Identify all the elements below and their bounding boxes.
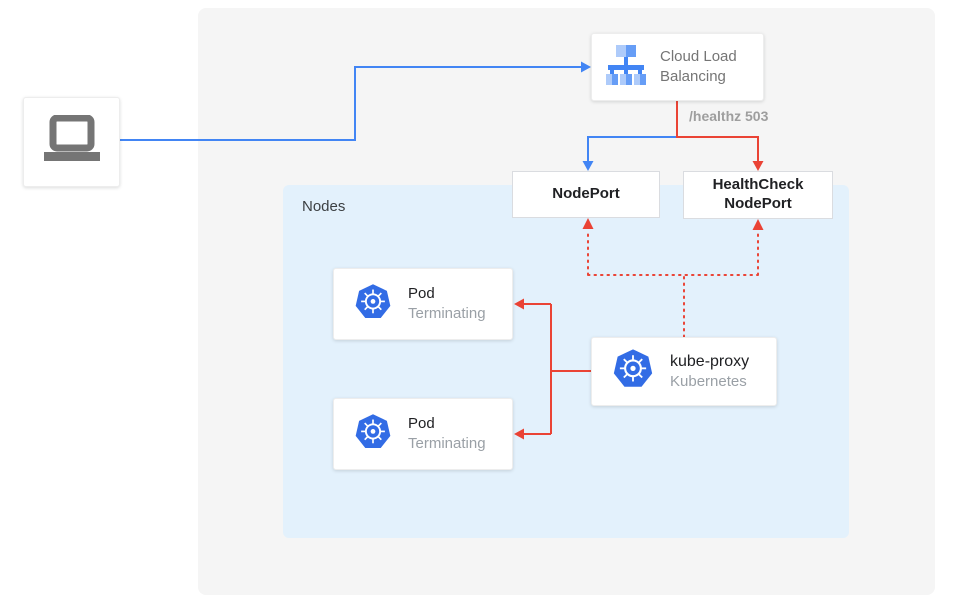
nodes-group-label: Nodes [302, 198, 346, 215]
kubernetes-icon [354, 283, 392, 326]
kubernetes-icon [612, 348, 654, 395]
healthcheck-nodeport-label: HealthCheck NodePort [712, 176, 804, 212]
client-node [23, 97, 120, 187]
pod-title: Pod [408, 415, 435, 432]
cloud-load-balancing-node: Cloud Load Balancing [591, 33, 764, 101]
cloud-load-balancing-icon [604, 44, 648, 91]
healthcheck-nodeport-node: HealthCheck NodePort [683, 171, 833, 219]
pod-status: Terminating [408, 305, 486, 322]
pod-terminating-node-1: Pod Terminating [333, 268, 513, 340]
pod-terminating-node-2: Pod Terminating [333, 398, 513, 470]
kubernetes-icon [354, 413, 392, 456]
nodeport-label: NodePort [552, 185, 620, 203]
nodeport-node: NodePort [512, 171, 660, 218]
healthz-status-label: /healthz 503 [689, 108, 769, 124]
laptop-icon [43, 114, 101, 170]
kube-proxy-title: kube-proxy [670, 353, 750, 370]
pod-status: Terminating [408, 435, 486, 452]
kube-proxy-subtitle: Kubernetes [670, 373, 747, 390]
cloud-load-balancing-label: Cloud Load Balancing [660, 48, 737, 85]
kube-proxy-node: kube-proxy Kubernetes [591, 337, 777, 406]
pod-title: Pod [408, 285, 435, 302]
